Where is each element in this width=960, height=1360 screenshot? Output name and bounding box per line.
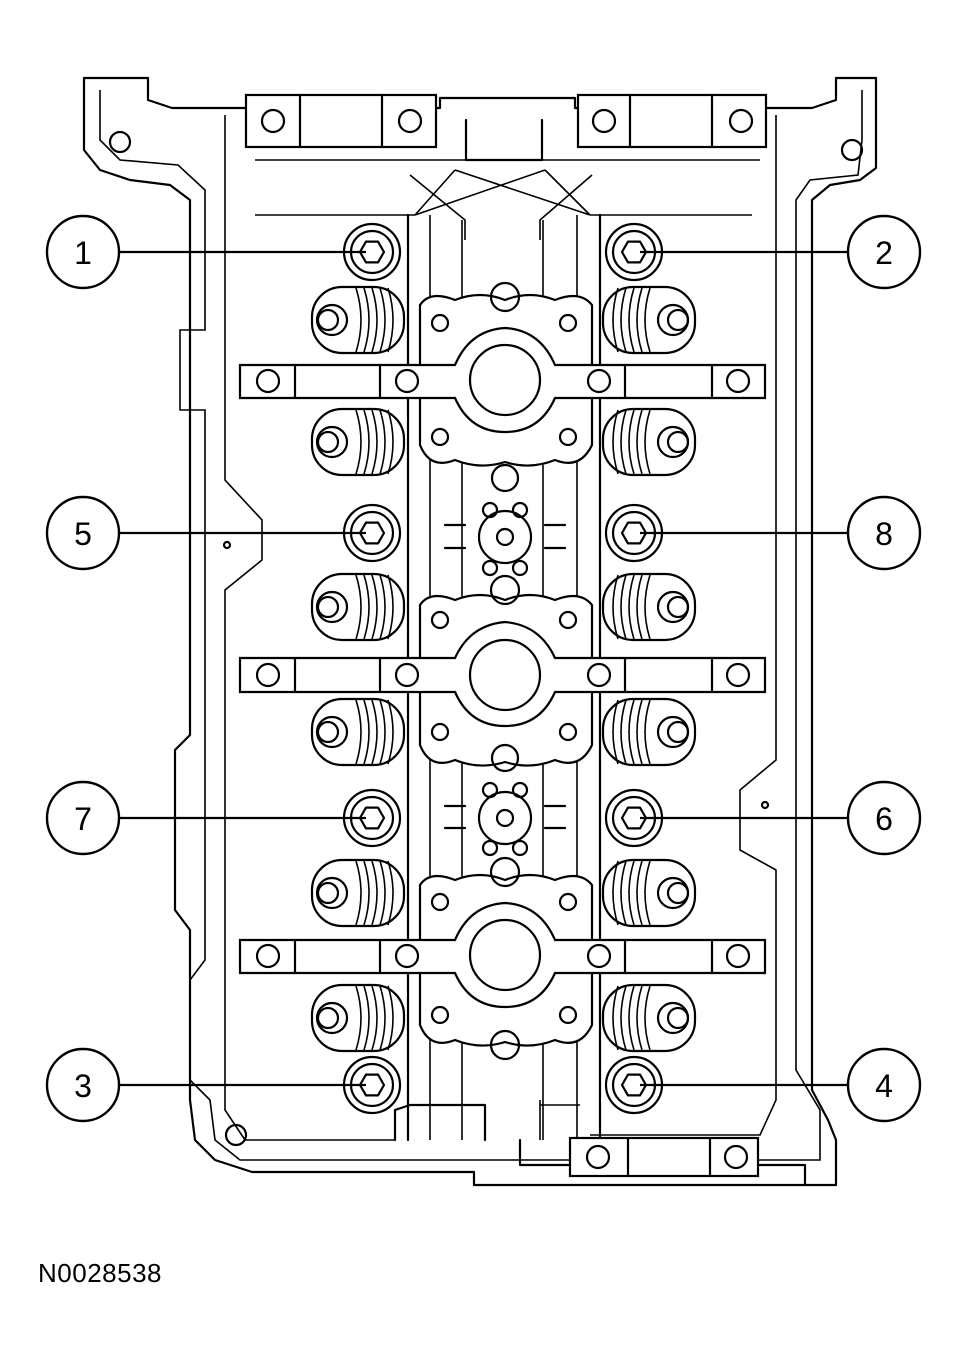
callout-circle: [45, 214, 121, 290]
callout-3: 3: [45, 1047, 366, 1123]
callout-number: 1: [74, 235, 92, 271]
corner-hole: [222, 540, 232, 550]
bearing-cap-3: [238, 873, 767, 1061]
callout-circle: [45, 1047, 121, 1123]
valve-spring-right: [601, 697, 697, 767]
callout-number: 4: [875, 1068, 893, 1104]
valve-spring-left: [310, 572, 406, 642]
valve-spring-left: [310, 407, 406, 477]
head-inner-rail-left: [224, 115, 395, 1141]
callout-7: 7: [45, 780, 366, 856]
valve-springs: [310, 285, 697, 1053]
callouts: 1 2 5 8 7 6 3 4: [45, 214, 922, 1123]
callout-8: 8: [640, 495, 922, 571]
corner-hole: [108, 130, 132, 154]
callout-number: 3: [74, 1068, 92, 1104]
valve-spring-right: [601, 858, 697, 928]
valve-spring-left: [310, 285, 406, 355]
callout-6: 6: [640, 780, 922, 856]
center-channel-holes: [443, 463, 567, 888]
callout-circle: [45, 495, 121, 571]
bottom-bearing-cap: [568, 1136, 760, 1178]
corner-hole: [760, 800, 770, 810]
callout-number: 6: [875, 801, 893, 837]
callout-number: 5: [74, 516, 92, 552]
callout-5: 5: [45, 495, 366, 571]
valve-spring-right: [601, 572, 697, 642]
callout-1: 1: [45, 214, 366, 290]
figure-id-label: N0028538: [38, 1258, 162, 1288]
valve-spring-right: [601, 983, 697, 1053]
valve-spring-left: [310, 858, 406, 928]
bearing-cap-2: [238, 593, 767, 767]
valve-spring-right: [601, 407, 697, 477]
valve-spring-right: [601, 285, 697, 355]
callout-circle: [846, 1047, 922, 1123]
callout-4: 4: [640, 1047, 922, 1123]
callout-2: 2: [640, 214, 922, 290]
callout-circle: [846, 780, 922, 856]
corner-hole: [840, 138, 864, 162]
valve-spring-left: [310, 697, 406, 767]
corner-hole: [224, 1123, 248, 1147]
head-inner-rail-right: [590, 115, 777, 1136]
callout-circle: [846, 495, 922, 571]
callout-number: 8: [875, 516, 893, 552]
callout-circle: [846, 214, 922, 290]
callout-circle: [45, 780, 121, 856]
bearing-cap-1: [238, 281, 767, 467]
callout-number: 7: [74, 801, 92, 837]
head-outline: [82, 76, 878, 1187]
callout-number: 2: [875, 235, 893, 271]
top-bearing-cap-left: [244, 93, 438, 149]
head-inner-outline: [99, 90, 863, 1161]
top-center-block: [464, 118, 544, 162]
top-bearing-cap-right: [576, 93, 768, 149]
valve-spring-left: [310, 983, 406, 1053]
